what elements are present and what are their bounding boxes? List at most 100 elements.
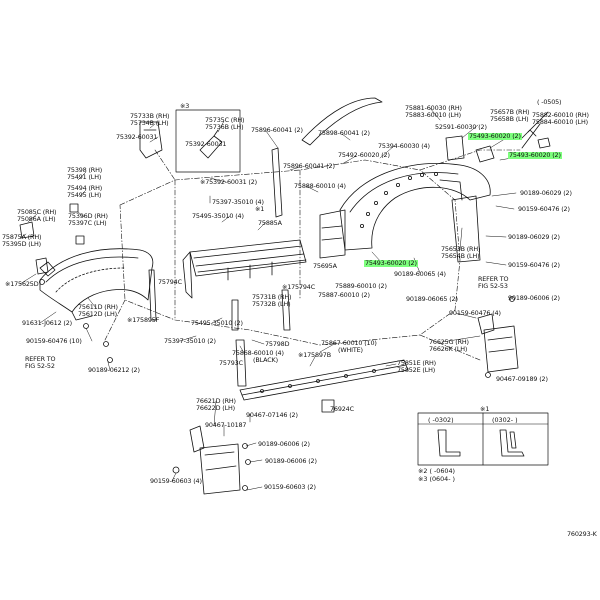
rear-mud-flap bbox=[477, 296, 519, 378]
fuel-lid-parts bbox=[445, 111, 551, 163]
part-label-l52591: 52591-60030 (2) bbox=[435, 123, 487, 131]
part-label-l90189g: 90189-06006 (2) bbox=[258, 440, 310, 448]
part-label-l76626: 76626K (LH) bbox=[429, 345, 468, 353]
rear-fender-flare bbox=[319, 163, 491, 263]
part-label-l90159d: 90159-60476 (10) bbox=[26, 337, 82, 345]
part-label-lrefer53a: REFER TO bbox=[478, 275, 509, 283]
part-label-l91631: 91631-J0612 (2) bbox=[22, 319, 72, 327]
inset-right-header: (0302- ) bbox=[492, 416, 518, 424]
part-label-l75885: 75885A bbox=[258, 219, 282, 227]
part-label-l75898: 75898-60041 (2) bbox=[318, 129, 370, 137]
part-label-l75394: 75394-60030 (4) bbox=[378, 142, 430, 150]
part-label-l90189b: 90189-06029 (2) bbox=[508, 233, 560, 241]
part-label-l75495a: 75495 (LH) bbox=[67, 191, 102, 199]
part-label-l90189a: 90189-06029 (2) bbox=[520, 189, 572, 197]
part-label-l75733: 75733B (RH) bbox=[130, 112, 170, 120]
part-label-l75398: 75398 (RH) bbox=[67, 166, 103, 174]
front-direction-arrow bbox=[521, 123, 541, 149]
part-label-l75868: 75868-60010 (4) bbox=[232, 349, 284, 357]
part-label-l75732: 75732B (LH) bbox=[252, 300, 291, 308]
part-label-l75654: 75654B (LH) bbox=[441, 252, 480, 260]
inset-left-header: ( -0302) bbox=[428, 416, 454, 424]
part-label-l75397b: 75397-35010 (2) bbox=[164, 337, 216, 345]
part-label-l76622: 76622D (LH) bbox=[196, 404, 235, 412]
part-label-l0501: ( -0505) bbox=[537, 98, 562, 106]
part-label-l75392a: 75392-60031 bbox=[116, 133, 158, 141]
part-label-l75086: 75086A (LH) bbox=[17, 215, 56, 223]
part-label-lrefer52b: FIG 52-52 bbox=[25, 362, 55, 370]
part-label-l75392b: 75392-60031 bbox=[185, 140, 227, 148]
part-label-l75867: 75867-60010 (10) bbox=[321, 339, 377, 347]
part-label-l175895: ※175895F bbox=[127, 316, 160, 324]
part-label-l90159c: 90159-60476 (4) bbox=[449, 309, 501, 317]
part-label-l75896b: 75896-60041 (2) bbox=[283, 162, 335, 170]
front-fender-flare bbox=[39, 248, 154, 363]
front-mud-flap bbox=[172, 425, 251, 495]
part-label-lrefer53b: FIG 52-53 bbox=[478, 282, 508, 290]
part-label-l75883: 75883-60010 (LH) bbox=[405, 111, 461, 119]
part-label-l75612: 75612D (LH) bbox=[78, 310, 117, 318]
part-label-l75889: 75889-60010 (2) bbox=[335, 282, 387, 290]
part-label-l75395: 75395D (LH) bbox=[2, 240, 41, 248]
part-label-l90159e: 90159-60603 (4) bbox=[150, 477, 202, 485]
roof-rail-moulding bbox=[271, 97, 383, 218]
part-label-l90189c: 90189-60065 (4) bbox=[394, 270, 446, 278]
clip-detail-box bbox=[175, 109, 241, 173]
part-label-l75875: 75875A (RH) bbox=[2, 233, 42, 241]
part-label-l90467c: 90467-10187 bbox=[205, 421, 247, 429]
part-label-l175625: ※175625D bbox=[5, 280, 39, 288]
part-label-l75798: 75798D bbox=[265, 340, 290, 348]
part-label-l75736: 75736B (LH) bbox=[205, 123, 244, 131]
part-label-l75392c: ※75392-60031 (2) bbox=[200, 178, 258, 186]
part-label-l75495c: 75495-35010 (2) bbox=[191, 319, 243, 327]
part-label-l75794a: 75794C bbox=[158, 278, 182, 286]
part-label-l75493b: 75493-60020 (2) bbox=[508, 151, 562, 160]
corner-bracket bbox=[139, 121, 163, 159]
part-label-l75851: 75851E (RH) bbox=[397, 359, 436, 367]
part-label-l76625: 76625G (RH) bbox=[429, 338, 469, 346]
body-outline bbox=[104, 149, 521, 361]
part-label-l90159b: 90159-60476 (2) bbox=[508, 261, 560, 269]
part-label-l75085: 75085C (RH) bbox=[17, 208, 57, 216]
part-label-l75888: 75888-60010 (4) bbox=[294, 182, 346, 190]
part-label-l75882: 75882-60010 (RH) bbox=[532, 111, 589, 119]
rocker-moulding bbox=[235, 339, 409, 413]
part-label-l75397a: 75397-35010 (4) bbox=[212, 198, 264, 206]
part-label-l75658: 75658B (LH) bbox=[490, 115, 529, 123]
part-label-l90189e: 90189-06006 (2) bbox=[508, 294, 560, 302]
footnote-3: ※3 (0604- ) bbox=[418, 475, 456, 483]
part-label-lcode: 760293-K bbox=[567, 530, 597, 538]
part-label-l75491: 75491 (LH) bbox=[67, 173, 102, 181]
inset-marker: ※1 bbox=[480, 405, 490, 413]
part-label-l75657: 75657B (RH) bbox=[490, 108, 530, 116]
leader-lines bbox=[19, 107, 525, 491]
part-label-l75397: 75397C (LH) bbox=[68, 219, 107, 227]
part-label-l75611: 75611D (RH) bbox=[78, 303, 118, 311]
part-label-l90189h: 90189-06006 (2) bbox=[265, 457, 317, 465]
part-label-l90189d: 90189-06065 (2) bbox=[406, 295, 458, 303]
part-label-l90159a: 90159-60476 (2) bbox=[518, 205, 570, 213]
part-label-l75884: 75884-60010 (LH) bbox=[532, 118, 588, 126]
part-label-l75734: 75734B (LH) bbox=[130, 119, 169, 127]
part-label-l75492: 75492-60020 (2) bbox=[338, 151, 390, 159]
part-label-l75735: 75735C (RH) bbox=[205, 116, 245, 124]
part-label-l75653: 75653B (RH) bbox=[441, 245, 481, 253]
part-label-l75793: 75793C bbox=[219, 359, 243, 367]
part-label-l75695: 75695A bbox=[313, 262, 337, 270]
part-label-l75495b: 75495-35010 (4) bbox=[192, 212, 244, 220]
part-label-l76621: 76621D (RH) bbox=[196, 397, 236, 405]
part-label-lstar3: ※3 bbox=[180, 102, 190, 110]
footnote-2: ※2 ( -0604) bbox=[418, 467, 456, 475]
part-label-l90189f: 90189-06212 (2) bbox=[88, 366, 140, 374]
part-label-l75494: 75494 (RH) bbox=[67, 184, 103, 192]
part-label-lblack: (BLACK) bbox=[253, 356, 278, 364]
part-label-l75493a: 75493-60020 (2) bbox=[468, 132, 522, 141]
part-label-l90467a: 90467-09189 (2) bbox=[496, 375, 548, 383]
part-label-l75493c: 75493-60020 (2) bbox=[364, 259, 418, 268]
part-label-l75887: 75887-60010 (2) bbox=[318, 291, 370, 299]
part-label-l75731: 75731B (RH) bbox=[252, 293, 292, 301]
part-label-l90159f: 90159-60603 (2) bbox=[264, 483, 316, 491]
clip-stack-left bbox=[19, 203, 85, 275]
